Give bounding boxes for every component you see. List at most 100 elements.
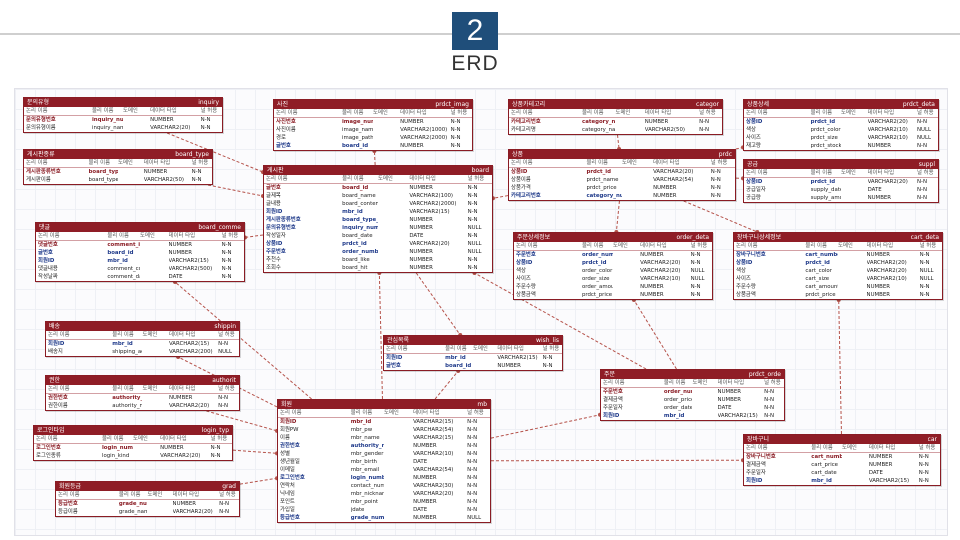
attribute-physical-name: cart_number — [805, 252, 838, 258]
